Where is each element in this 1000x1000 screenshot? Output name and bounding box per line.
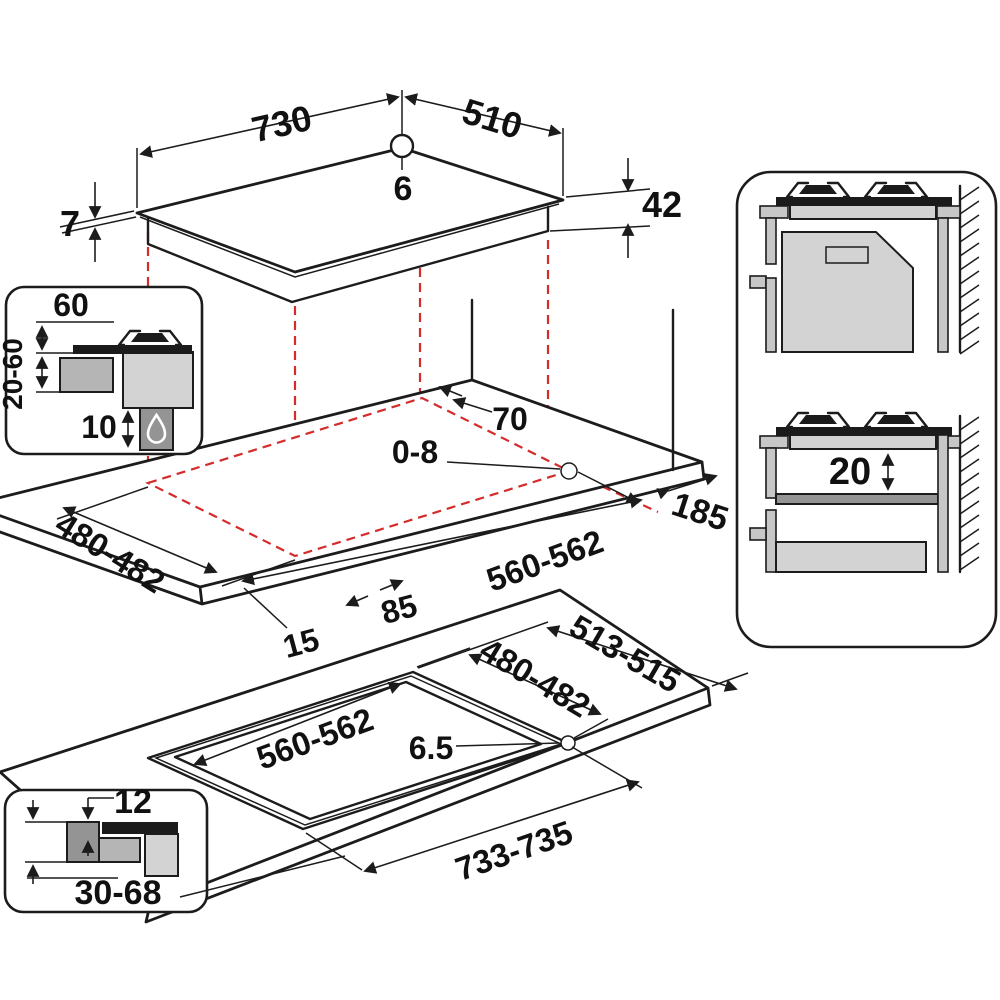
hob-body-side xyxy=(789,204,937,220)
wall-hatch xyxy=(959,186,980,355)
dim-0-8: 0-8 xyxy=(392,434,438,470)
side-view-shelf xyxy=(749,411,980,574)
flush-detail-inset xyxy=(3,788,346,914)
hole-play-leader xyxy=(446,461,561,470)
side-strip-leader xyxy=(243,587,288,629)
oven-vent xyxy=(825,246,869,264)
dim-560-562-mid: 560-562 xyxy=(482,522,608,598)
hob-glass-top xyxy=(135,146,565,274)
hob-body-section xyxy=(122,351,194,409)
hob-glass-side xyxy=(776,197,952,206)
clearance-detail-inset xyxy=(4,285,204,456)
flush-glass-section xyxy=(102,822,178,834)
dim-6: 6 xyxy=(394,170,413,208)
worktop-step-section xyxy=(66,821,100,863)
dim-20: 20 xyxy=(829,451,871,493)
clamp-right xyxy=(936,205,961,219)
drawer-knob xyxy=(749,527,767,541)
glass-section xyxy=(73,345,192,354)
drill-hole-circle xyxy=(560,462,578,480)
worktop-cutout-view xyxy=(0,232,718,629)
worktop-section xyxy=(59,357,114,393)
shelf xyxy=(775,493,939,505)
dim-733-735: 733-735 xyxy=(451,813,578,887)
hob-body-side xyxy=(789,434,937,450)
side-view-inset xyxy=(735,170,998,649)
dim-6-5: 6.5 xyxy=(409,730,453,766)
dim-185: 185 xyxy=(667,485,733,539)
dim-12: 12 xyxy=(114,783,152,821)
dim-730: 730 xyxy=(248,97,316,150)
dim-510: 510 xyxy=(458,90,527,147)
dim-42: 42 xyxy=(642,184,682,225)
dim-30-68: 30-68 xyxy=(75,874,162,912)
drawer xyxy=(775,541,927,573)
hob-glass-side xyxy=(776,427,952,436)
clamp-left xyxy=(759,205,789,219)
flush-hob-body xyxy=(144,833,179,877)
dim-510-line xyxy=(404,93,562,137)
dim-10: 10 xyxy=(81,409,117,445)
clamp-left xyxy=(759,435,789,449)
dim-70: 70 xyxy=(492,401,528,437)
corner-radius-circle xyxy=(560,735,576,751)
side-view-oven xyxy=(749,181,980,355)
inset-leader-line xyxy=(179,855,346,898)
hole-diameter-circle xyxy=(389,133,415,159)
hob-top-view xyxy=(59,90,651,304)
wall-posts xyxy=(470,298,675,472)
gas-flame-icon xyxy=(146,412,167,444)
dim-20-60: 20-60 xyxy=(0,338,28,410)
wall-hatch xyxy=(959,416,980,571)
dim-85: 85 xyxy=(377,587,421,631)
dim-730-line xyxy=(139,93,400,158)
hob-body xyxy=(146,205,550,304)
dim-7: 7 xyxy=(60,203,80,244)
worktop-rebate-section xyxy=(98,837,141,863)
dim-60: 60 xyxy=(53,287,89,323)
radius-leader xyxy=(455,742,560,747)
oven-box xyxy=(781,231,914,353)
dim-15: 15 xyxy=(279,621,323,665)
